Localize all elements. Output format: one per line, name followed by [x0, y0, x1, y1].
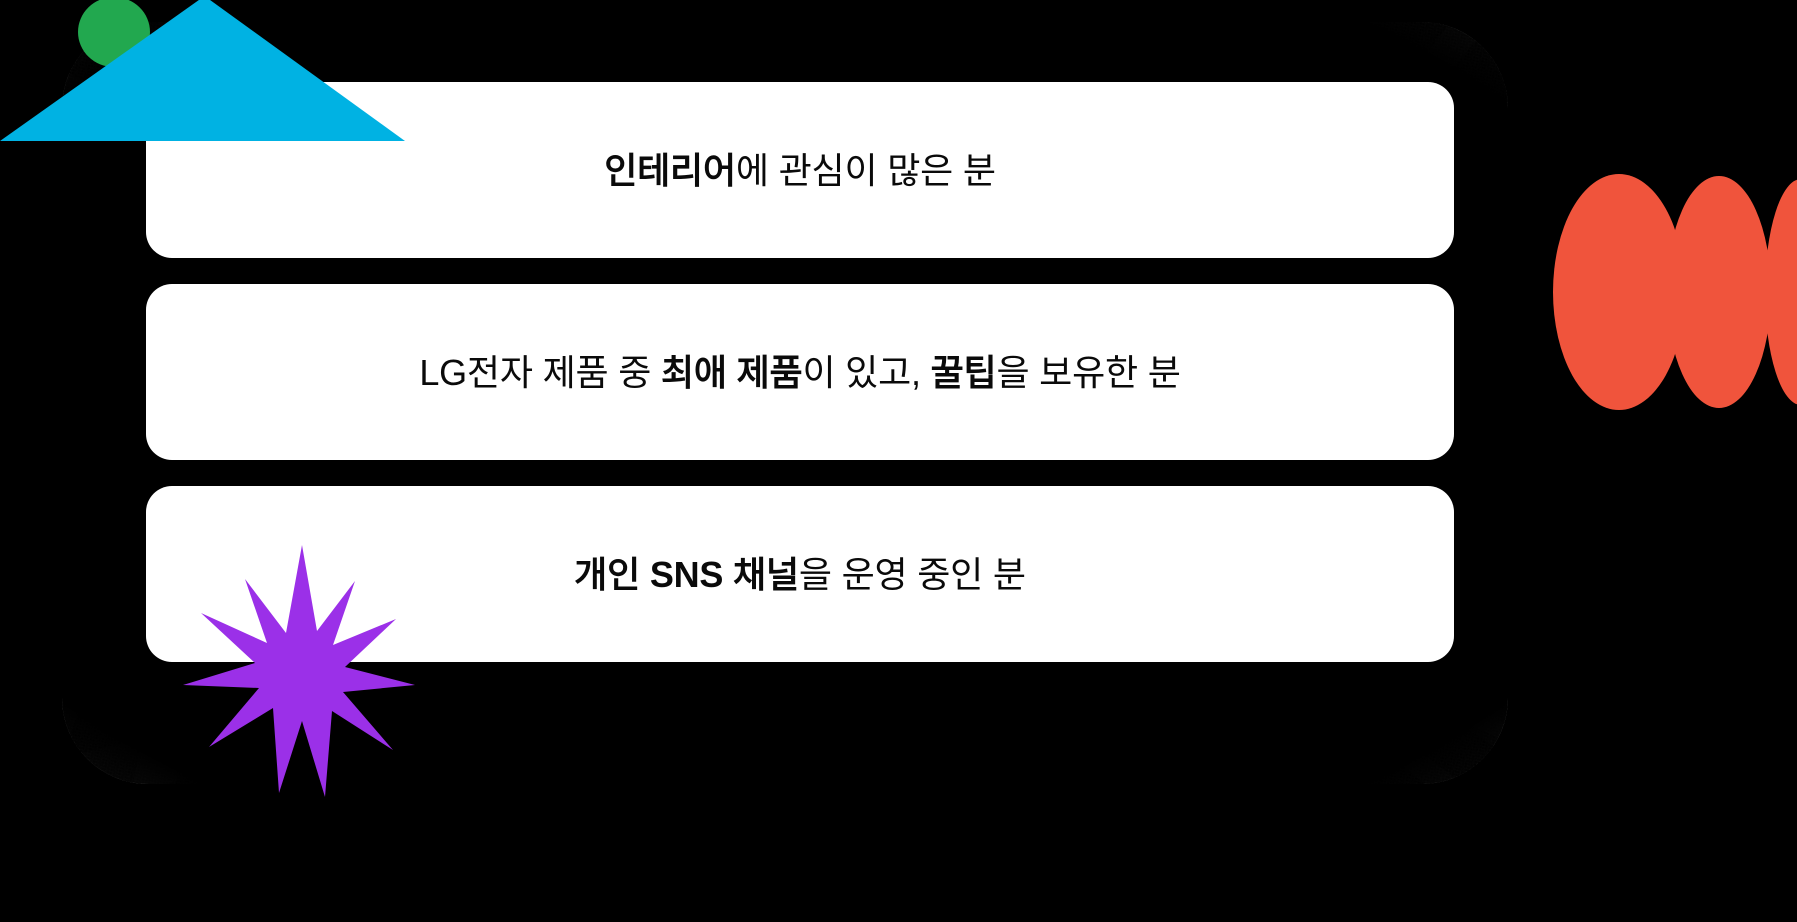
criteria-card-lg-product-segment-2: 이 있고, [802, 351, 931, 393]
criteria-card-lg-product-segment-0: LG전자 제품 중 [419, 351, 661, 393]
criteria-card-lg-product-segment-3: 꿀팁 [930, 351, 997, 393]
criteria-card-lg-product-text: LG전자 제품 중 최애 제품이 있고, 꿀팁을 보유한 분 [419, 350, 1181, 395]
criteria-card-sns[interactable]: 개인 SNS 채널을 운영 중인 분 [146, 486, 1454, 662]
criteria-card-interior-segment-1: 에 관심이 많은 분 [735, 149, 996, 191]
criteria-card-sns-text: 개인 SNS 채널을 운영 중인 분 [574, 552, 1026, 597]
criteria-card-interior-segment-0: 인테리어 [604, 149, 736, 191]
criteria-card-lg-product-segment-4: 을 보유한 분 [996, 351, 1181, 393]
criteria-card-lg-product-segment-1: 최애 제품 [660, 351, 803, 393]
criteria-card-sns-segment-0: 개인 SNS 채널 [574, 553, 799, 595]
criteria-card-interior[interactable]: 인테리어에 관심이 많은 분 [146, 82, 1454, 258]
criteria-card-sns-segment-1: 을 운영 중인 분 [798, 553, 1026, 595]
criteria-card-lg-product[interactable]: LG전자 제품 중 최애 제품이 있고, 꿀팁을 보유한 분 [146, 284, 1454, 460]
criteria-card-interior-text: 인테리어에 관심이 많은 분 [604, 148, 996, 193]
